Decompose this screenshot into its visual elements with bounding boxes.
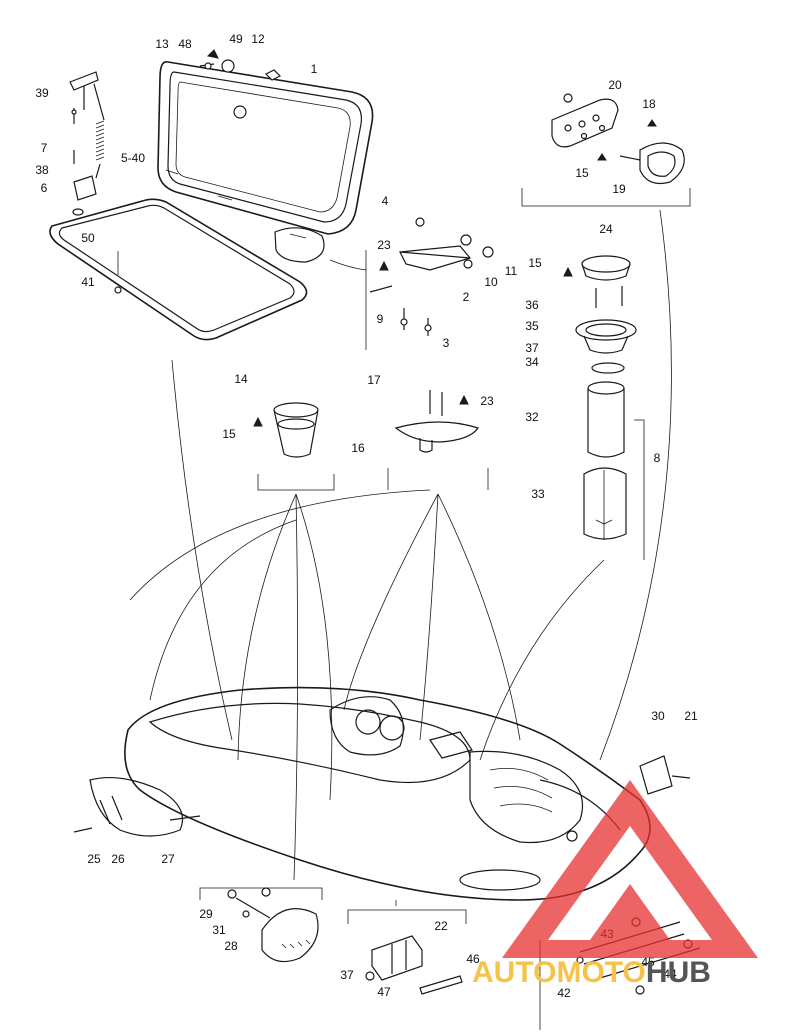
callout-c30: 30: [651, 709, 665, 723]
callout-c38: 38: [35, 163, 49, 177]
callout-c45: 45: [641, 955, 655, 969]
latch-group-bracket: [347, 909, 467, 924]
callout-c2: 2: [463, 290, 470, 304]
callout-c31: 31: [212, 923, 226, 937]
callout-c37b: 37: [340, 968, 354, 982]
callout-c26: 26: [111, 852, 125, 866]
hinge-spring-assembly: [69, 71, 105, 216]
callout-c12: 12: [251, 32, 265, 46]
callout-c24: 24: [599, 222, 613, 236]
callout-c35: 35: [525, 319, 539, 333]
callout-c15a: 15: [575, 166, 589, 180]
callout-c37a: 37: [525, 341, 539, 355]
fuel-filler-assembly: [563, 255, 637, 540]
callout-c21: 21: [684, 709, 698, 723]
callout-c22: 22: [434, 919, 448, 933]
hatch-seal-frame: [49, 198, 308, 341]
callout-c10: 10: [484, 275, 498, 289]
callout-c27: 27: [161, 852, 175, 866]
callout-c23b: 23: [480, 394, 494, 408]
watermark: AUTOMOTOHUB: [472, 780, 758, 989]
callout-c5-40: 5-40: [121, 151, 145, 165]
fuel-group-bracket: [634, 419, 645, 560]
callout-c7: 7: [41, 141, 48, 155]
callout-c47: 47: [377, 985, 391, 999]
leader-lines: [129, 209, 672, 1030]
svg-text:AUTOMOTOHUB: AUTOMOTOHUB: [472, 956, 711, 989]
watermark-text-hub: HUB: [646, 956, 711, 989]
callout-c8: 8: [654, 451, 661, 465]
callout-c34: 34: [525, 355, 539, 369]
callout-c25: 25: [87, 852, 101, 866]
callout-c36: 36: [525, 298, 539, 312]
callout-c13: 13: [155, 37, 169, 51]
hatch-hardware: [199, 49, 282, 81]
callout-c3: 3: [443, 336, 450, 350]
callout-c9: 9: [377, 312, 384, 326]
callout-c1: 1: [311, 62, 318, 76]
callout-c44: 44: [663, 967, 677, 981]
callout-c33: 33: [531, 487, 545, 501]
callout-c15c: 15: [222, 427, 236, 441]
cup-group-bracket: [257, 474, 335, 491]
callout-c23a: 23: [377, 238, 391, 252]
callout-c49: 49: [229, 32, 243, 46]
latch-assembly: [365, 935, 463, 995]
callout-c32: 32: [525, 410, 539, 424]
callout-c48: 48: [178, 37, 192, 51]
vent-group-bracket: [199, 887, 323, 900]
callout-c39: 39: [35, 86, 49, 100]
vent-cover: [227, 887, 319, 963]
steering-group-bracket: [521, 188, 691, 207]
watermark-logo-icon: [502, 780, 758, 958]
watermark-logo-inner-icon: [590, 884, 670, 940]
deck-cleat: [394, 390, 479, 453]
callout-c29: 29: [199, 907, 213, 921]
watermark-text-auto: AUTO: [472, 956, 556, 989]
callout-c20: 20: [608, 78, 622, 92]
callout-c28: 28: [224, 939, 238, 953]
callout-c16: 16: [351, 441, 365, 455]
callout-c14: 14: [234, 372, 248, 386]
callout-c42: 42: [557, 986, 571, 1000]
cup-holder: [253, 402, 319, 458]
hatch-cover-frame: [157, 61, 374, 263]
callout-c18: 18: [642, 97, 656, 111]
callout-c41: 41: [81, 275, 95, 289]
callout-c11: 11: [505, 264, 518, 278]
callout-c15b: 15: [528, 256, 542, 270]
callout-c6: 6: [41, 181, 48, 195]
callout-c4: 4: [382, 194, 389, 208]
callout-c46: 46: [466, 952, 480, 966]
callout-c17: 17: [367, 373, 381, 387]
steering-plate-assembly: [551, 93, 685, 185]
watermark-text-moto: MOTO: [556, 956, 645, 989]
cleat-assembly-top: [369, 217, 494, 336]
callout-c50: 50: [81, 231, 95, 245]
callout-c19: 19: [612, 182, 626, 196]
